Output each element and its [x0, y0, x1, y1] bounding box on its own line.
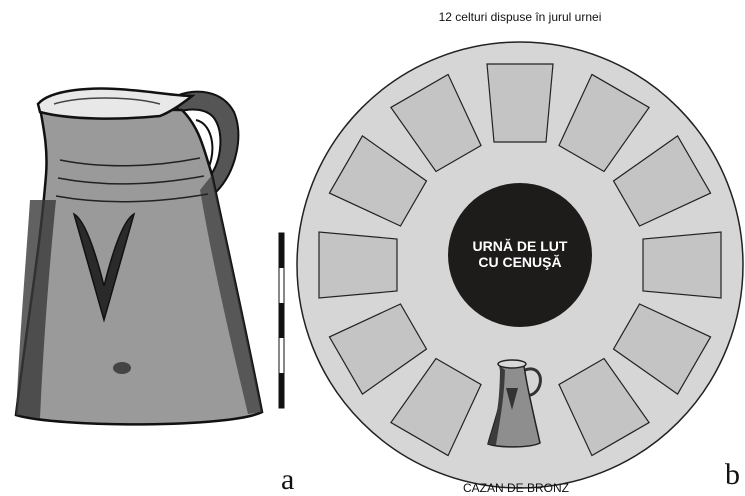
scale-bar	[279, 233, 284, 408]
urn-label: URNĂ DE LUT CU CENUŞĂ	[455, 238, 585, 270]
celt-04	[643, 232, 721, 298]
celt-10	[319, 232, 397, 298]
urn-label-line1: URNĂ DE LUT	[455, 238, 585, 254]
urn-label-line2: CU CENUŞĂ	[455, 254, 585, 270]
celt-01	[487, 64, 553, 142]
jug-drawing	[16, 89, 262, 425]
panel-a-letter: a	[281, 465, 294, 495]
cauldron-label: CAZAN DE BRONZ	[416, 481, 616, 495]
panel-b-letter: b	[725, 460, 740, 490]
diagram-title: 12 celturi dispuse în jurul urnei	[372, 10, 668, 24]
